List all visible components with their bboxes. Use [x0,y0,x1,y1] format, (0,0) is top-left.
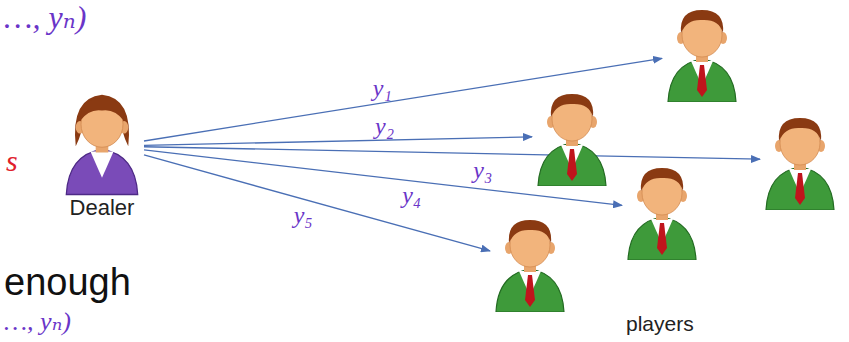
share-arrow [144,58,662,141]
hair [641,168,683,191]
suit [538,143,606,186]
player-figure [622,160,702,260]
tie [525,275,535,307]
suit [668,59,736,102]
suit [628,217,696,260]
hair [80,98,124,121]
hair [551,94,593,117]
secret-label: s [6,144,18,177]
hair [509,220,551,243]
player-figure [532,86,612,186]
player-node [662,2,742,102]
note-text: enough [4,262,131,304]
player-node [622,160,702,260]
share-arrow [144,155,490,251]
player-figure [760,110,840,210]
suit [66,149,137,194]
suit [496,269,564,312]
tie [795,173,805,205]
sequence-label: …, yₙ) [4,308,71,337]
player-node [532,86,612,186]
share-label: y₁ [371,76,394,100]
dealer-figure [60,88,144,196]
tie [567,149,577,181]
tie [657,223,667,255]
hair [681,10,723,33]
player-node [490,212,570,312]
share-arrow [144,137,532,146]
share-label: y₃ [471,158,494,182]
share-label: y₂ [373,114,396,138]
shirt [90,151,113,177]
tie [697,65,707,97]
suit [766,167,834,210]
share-label: y₄ [400,183,423,207]
sequence-label: …, yₙ) [4,0,86,35]
hair [779,118,821,141]
share-arrow [144,147,760,159]
share-label: y₅ [292,203,315,227]
dealer-node: Dealer [60,88,144,220]
player-figure [490,212,570,312]
node-label: Dealer [70,196,135,220]
player-node [760,110,840,210]
player-figure [662,2,742,102]
group-label: players [626,312,694,335]
